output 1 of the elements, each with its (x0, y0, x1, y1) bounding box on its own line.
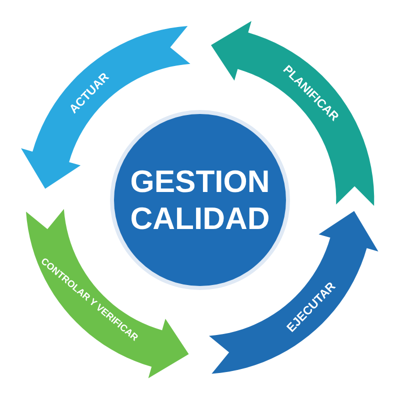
center-title: GESTION CALIDAD (129, 162, 271, 238)
